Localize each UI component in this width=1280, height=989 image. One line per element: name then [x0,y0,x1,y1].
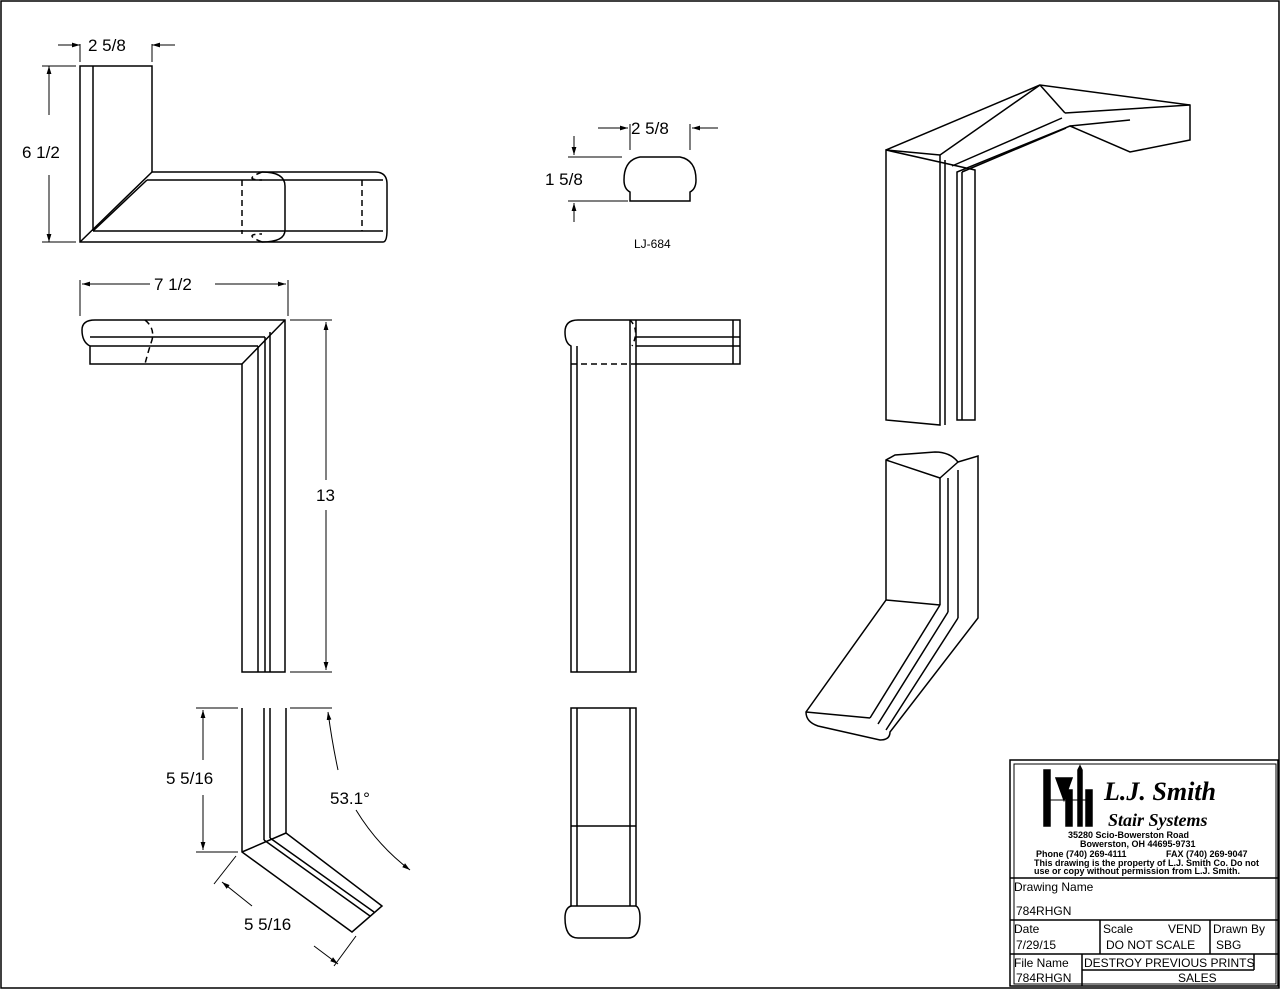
side-elevation-view [81,319,286,673]
dim-mid-width: 7 1/2 [154,275,192,294]
top-plan-view [79,65,388,243]
address-line2: Bowerston, OH 44695-9731 [1080,839,1196,849]
rail-profile [623,156,697,202]
scale-label: Scale [1103,922,1133,936]
isometric-lower-view [805,451,979,741]
phone: Phone (740) 269-4111 [1036,849,1127,859]
company-logo-icon [1043,764,1093,827]
title-block [1009,759,1279,987]
dim-profile-width: 2 5/8 [631,119,669,138]
drawing-name-label: Drawing Name [1014,880,1094,894]
drawn-by-value: SBG [1216,938,1241,952]
dim-top-height: 6 1/2 [22,143,60,162]
front-elevation-view [564,319,741,673]
vend-label: VEND [1168,922,1202,936]
destroy-notice: DESTROY PREVIOUS PRINTS [1084,956,1254,970]
profile-label: LJ-684 [634,237,671,251]
company-name: L.J. Smith [1103,777,1216,806]
dim-bottom-diag: 5 5/16 [244,915,291,934]
dim-bottom-height: 5 5/16 [166,769,213,788]
company-subname: Stair Systems [1108,810,1208,830]
notice-line1: This drawing is the property of L.J. Smi… [1034,858,1259,868]
dim-mid-height: 13 [316,486,335,505]
drawn-by-label: Drawn By [1213,922,1265,936]
front-lower-view [564,707,641,939]
dim-profile-height: 1 5/8 [545,170,583,189]
file-name-value: 784RHGN [1016,971,1071,985]
fax: FAX (740) 269-9047 [1166,849,1248,859]
notice-line2: use or copy without permission from L.J.… [1034,866,1240,876]
dim-top-width: 2 5/8 [88,36,126,55]
date-label: Date [1014,922,1040,936]
sales-label: SALES [1178,971,1217,985]
dim-bottom-angle: 53.1° [330,789,370,808]
bottom-angled-view [241,708,384,933]
isometric-upper-view [885,84,1191,426]
address-line1: 35280 Scio-Bowerston Road [1068,830,1189,840]
scale-value: DO NOT SCALE [1106,938,1195,952]
file-name-label: File Name [1014,956,1069,970]
drawing-name: 784RHGN [1016,904,1071,918]
date-value: 7/29/15 [1016,938,1056,952]
